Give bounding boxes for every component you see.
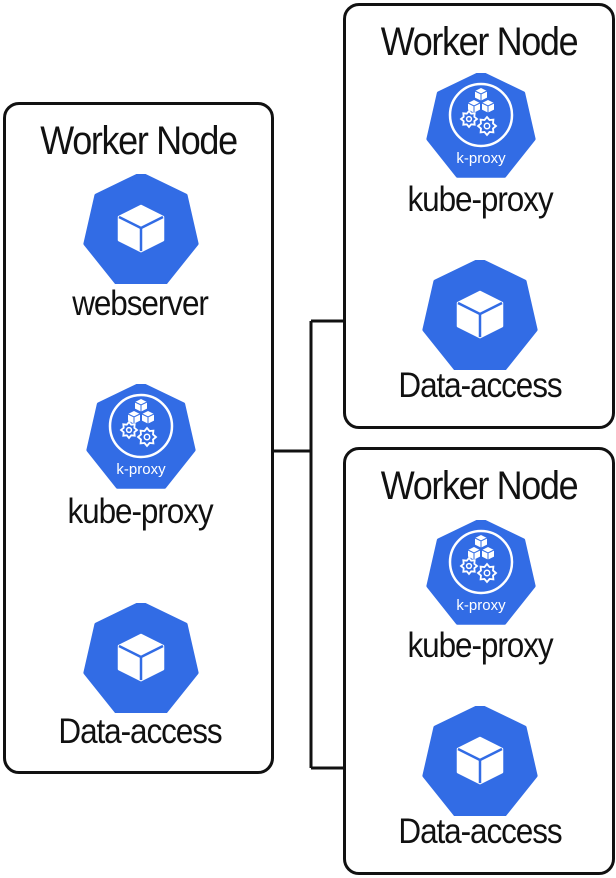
component-label-kube-proxy: kube-proxy	[407, 180, 553, 219]
kube-proxy-icon: k-proxy	[425, 73, 537, 178]
kube-proxy-icon: k-proxy	[425, 520, 537, 625]
pod-cube-icon	[420, 706, 540, 816]
worker-node-title: Worker Node	[380, 464, 579, 508]
component-label-kube-proxy: kube-proxy	[407, 626, 553, 665]
kube-proxy-icon: k-proxy	[85, 384, 197, 489]
pod-cube-icon	[81, 174, 201, 284]
pod-cube-icon	[420, 260, 540, 370]
worker-node-title: Worker Node	[380, 20, 579, 64]
component-label-data-access: Data-access	[398, 366, 562, 405]
component-label-webserver: webserver	[72, 284, 209, 323]
worker-node-title: Worker Node	[40, 119, 238, 163]
k-proxy-badge-text: k-proxy	[456, 597, 506, 614]
k-proxy-badge-text: k-proxy	[456, 150, 506, 167]
k-proxy-badge-text: k-proxy	[116, 461, 166, 478]
component-label-kube-proxy: kube-proxy	[67, 492, 213, 531]
pod-cube-icon	[81, 603, 201, 713]
component-label-data-access: Data-access	[58, 712, 222, 751]
component-label-data-access: Data-access	[398, 812, 562, 851]
